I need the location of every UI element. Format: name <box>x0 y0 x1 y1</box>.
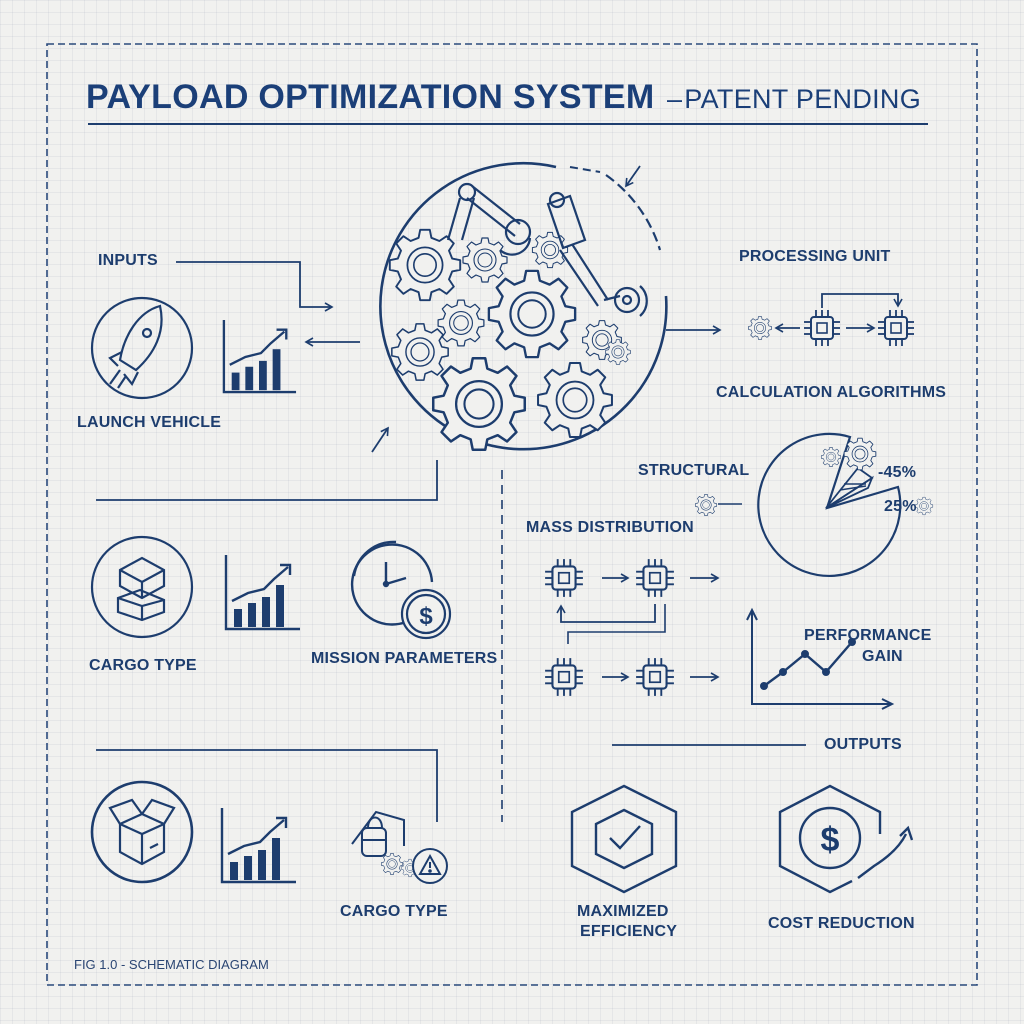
open-box-icon <box>90 780 194 884</box>
warning-icon <box>351 810 448 884</box>
chip-icon <box>544 558 584 598</box>
arrow-line <box>371 426 389 453</box>
bar-chart-icon <box>220 806 298 884</box>
mass-distribution-label: MASS DISTRIBUTION <box>526 519 694 536</box>
gear-icon <box>843 437 877 471</box>
chip-icon <box>803 309 841 347</box>
bar-chart-icon <box>222 318 298 394</box>
dollar-icon <box>400 588 452 640</box>
pie-label-minus-45: -45% <box>878 464 917 481</box>
maximized-efficiency-label-line1: MAXIMIZED <box>577 903 669 920</box>
maximized-efficiency-label-line2: EFFICIENCY <box>580 923 678 940</box>
gear-icon <box>914 496 934 516</box>
page-title: PAYLOAD OPTIMIZATION SYSTEM –PATENT PEND… <box>86 78 921 117</box>
arrow-line <box>821 293 903 308</box>
mission-parameters-label: MISSION PARAMETERS <box>311 650 498 667</box>
pie-chart <box>757 432 902 577</box>
title-sub: PATENT PENDING <box>684 84 922 114</box>
gear-assembly-circle <box>379 161 668 451</box>
rocket-icon <box>90 296 194 400</box>
pie-label-25: 25% <box>884 498 917 515</box>
chip-icon <box>635 558 675 598</box>
processing-unit-label: PROCESSING UNIT <box>739 248 891 265</box>
structural-label: STRUCTURAL <box>638 462 750 479</box>
gain-label: GAIN <box>862 648 903 665</box>
bar-chart-icon <box>224 553 302 631</box>
diagram-border <box>46 43 978 986</box>
performance-label: PERFORMANCE <box>804 627 932 644</box>
connector-line <box>567 604 666 644</box>
gear-icon <box>821 447 841 467</box>
chip-icon <box>635 657 675 697</box>
outputs-label: OUTPUTS <box>824 736 902 753</box>
figure-caption: FIG 1.0 - SCHEMATIC DIAGRAM <box>74 957 269 972</box>
cargo-type-label: CARGO TYPE <box>89 657 197 674</box>
clock-icon <box>350 540 434 626</box>
inputs-label: INPUTS <box>98 252 158 269</box>
robotic-arm <box>446 182 648 317</box>
launch-vehicle-label: LAUNCH VEHICLE <box>77 414 222 431</box>
title-main: PAYLOAD OPTIMIZATION SYSTEM <box>86 78 655 116</box>
dollar-sign: $ <box>821 821 840 859</box>
calculation-algorithms-label: CALCULATION ALGORITHMS <box>716 384 947 401</box>
performance-line-chart <box>746 607 895 710</box>
chip-icon <box>877 309 915 347</box>
gear-icon <box>748 316 772 340</box>
dollar-sign: $ <box>419 603 433 630</box>
connector-line <box>96 460 438 501</box>
cargo-type-label-2: CARGO TYPE <box>340 903 448 920</box>
chip-icon <box>544 657 584 697</box>
title-dash: – <box>666 84 683 114</box>
gear-icon <box>388 228 631 452</box>
hexagon-dollar-icon <box>778 784 914 894</box>
arrow-line <box>625 165 641 188</box>
hexagon-check-icon <box>570 784 678 894</box>
stacked-boxes-icon <box>90 535 194 639</box>
connector-line <box>96 749 438 822</box>
gear-icon <box>695 494 717 516</box>
arrow-line <box>176 261 334 312</box>
arrow-line <box>556 604 656 623</box>
cost-reduction-label: COST REDUCTION <box>768 915 915 932</box>
